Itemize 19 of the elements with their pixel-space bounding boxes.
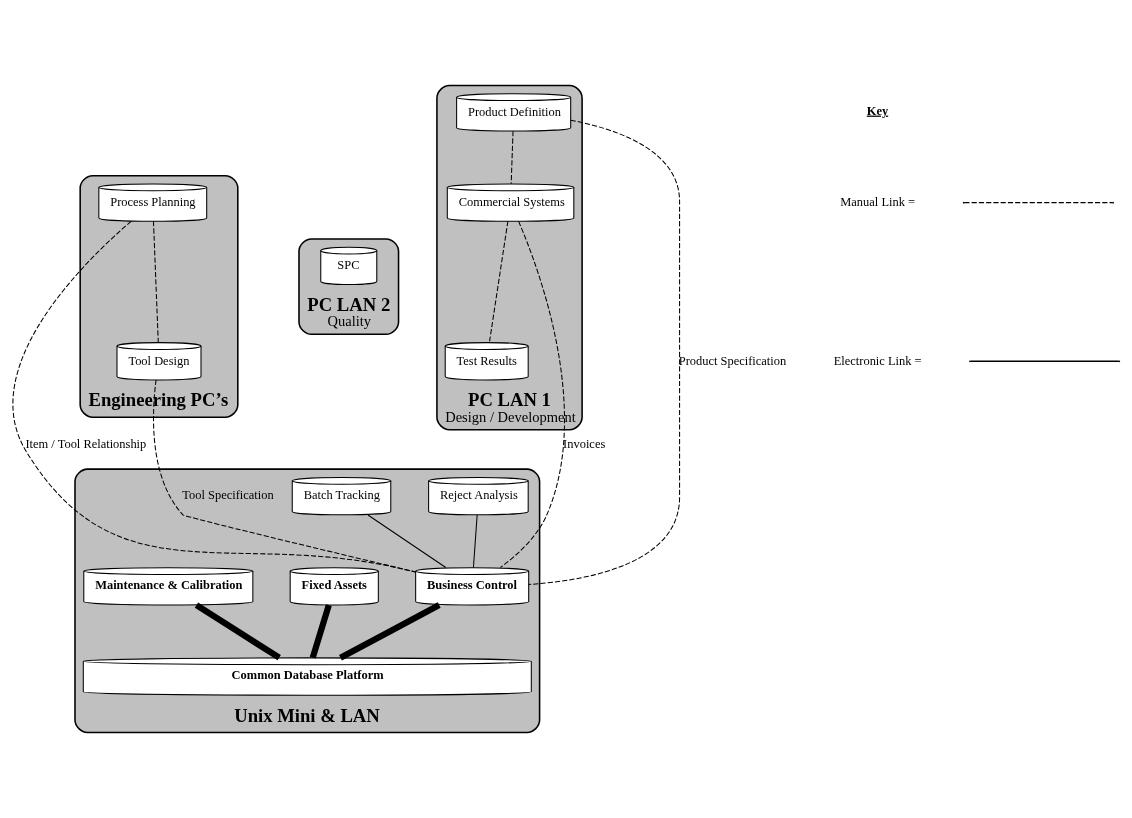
connector xyxy=(367,514,447,568)
edge-label: Item / Tool Relationship xyxy=(25,436,147,451)
connector xyxy=(309,604,332,659)
edge-label: Invoices xyxy=(563,436,606,451)
label: Key xyxy=(866,103,889,118)
connector xyxy=(339,602,441,661)
edge-label: Tool Specification xyxy=(182,488,274,503)
connector xyxy=(194,602,281,661)
connector xyxy=(528,119,681,586)
connector xyxy=(152,220,159,343)
connector xyxy=(510,130,514,185)
connector xyxy=(488,220,509,343)
legend-label: Electronic Link = xyxy=(833,353,922,368)
connector xyxy=(499,220,565,568)
connector xyxy=(472,514,478,568)
connector xyxy=(153,379,417,573)
connector xyxy=(12,220,417,573)
edge-label: Product Specification xyxy=(678,353,787,368)
legend-label: Manual Link = xyxy=(840,194,916,209)
